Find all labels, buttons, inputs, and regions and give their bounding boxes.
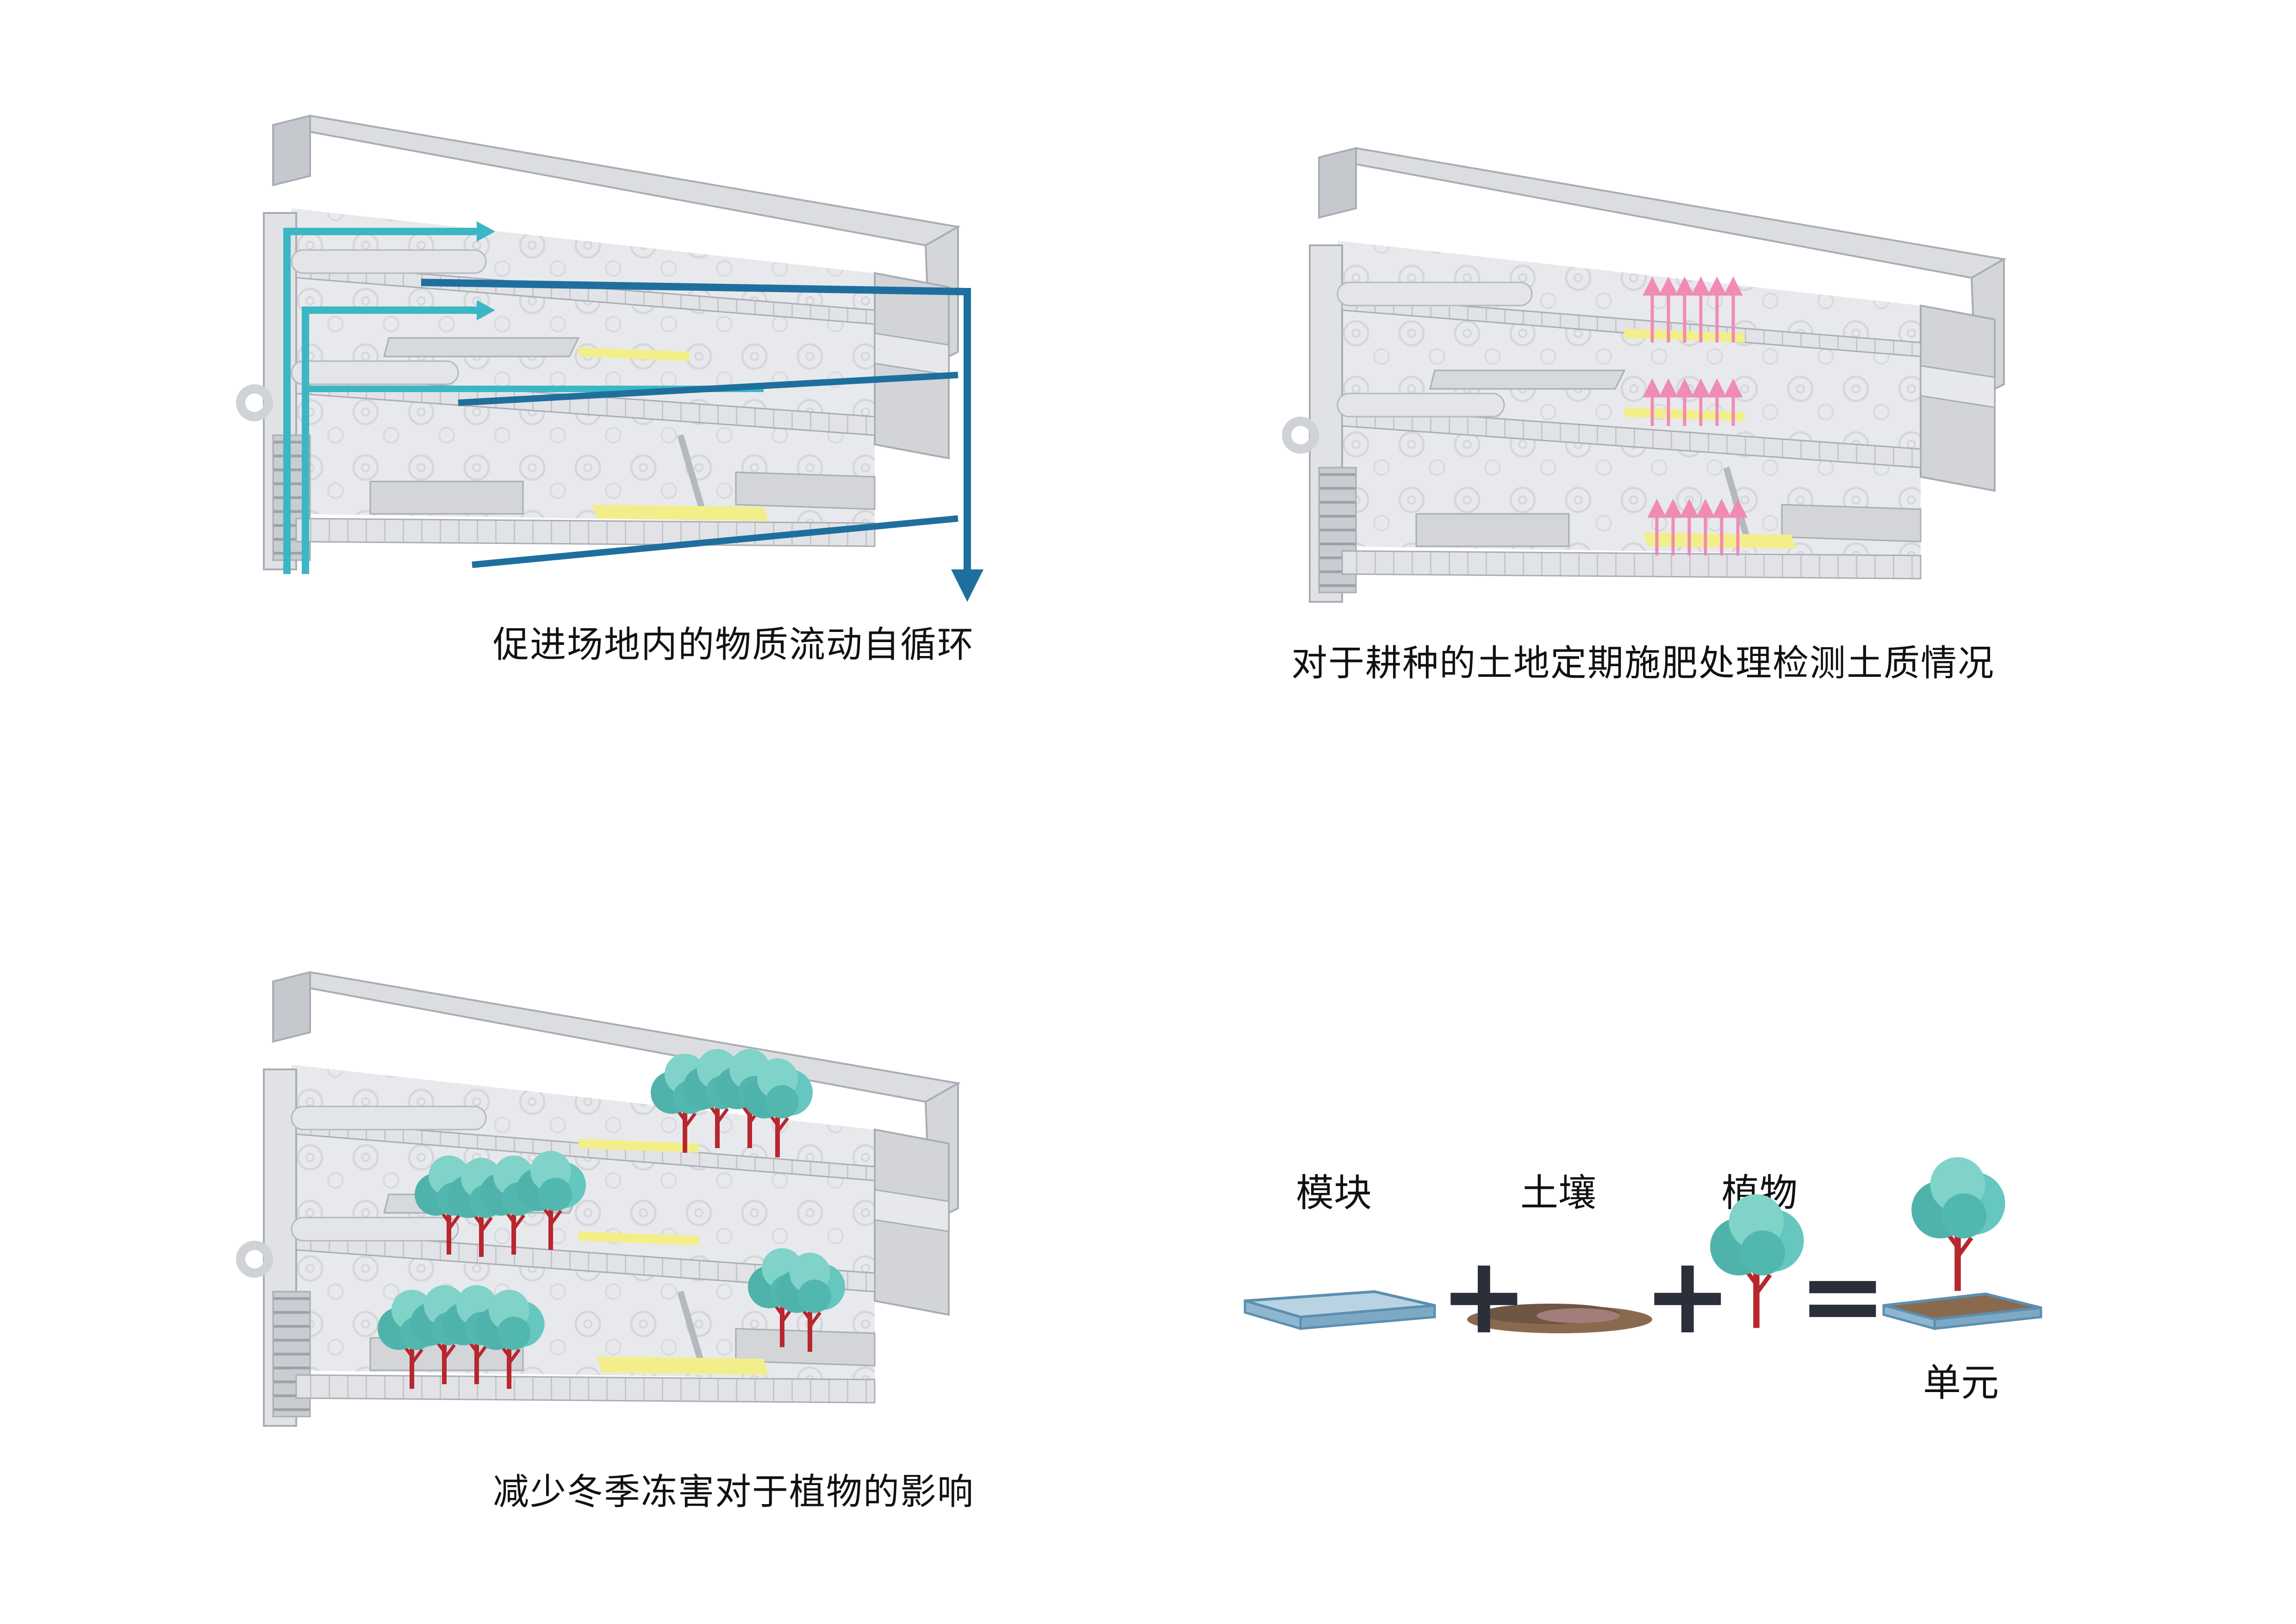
blue-flow-line (458, 372, 958, 406)
unit-result-icon (1882, 1157, 2042, 1330)
panel-caption: 减少冬季冻害对于植物的影响 (493, 1471, 975, 1513)
soil-mound-icon (1467, 1304, 1652, 1333)
module-structure-flow (236, 116, 983, 602)
teal-flow-line (302, 306, 477, 574)
soil-label: 土壤 (1520, 1171, 1597, 1215)
teal-flow-line (283, 228, 477, 574)
equals-operator: = (1798, 1234, 1887, 1358)
teal-flow-arrowhead (477, 221, 495, 242)
yellow-highlight (579, 347, 690, 361)
blue-flow-line (472, 515, 958, 568)
unit-label: 单元 (1923, 1361, 1999, 1405)
panel-fertilizing: 对于耕种的土地定期施肥处理检测土质情况 (1282, 148, 2069, 684)
blue-flow-line (421, 279, 971, 574)
module-tray-icon (1244, 1290, 1436, 1330)
yellow-highlight (1643, 532, 1796, 549)
module-label: 模块 (1296, 1171, 1372, 1215)
panel-unit-equation: 模块 土壤 植物 单元 + + = (1226, 1134, 2152, 1458)
pink-arrow-group-bottom (1647, 499, 1748, 556)
yellow-highlight (579, 1231, 699, 1245)
plus-operator: + (1643, 1234, 1732, 1358)
teal-flow-arrowhead (477, 300, 495, 320)
yellow-highlight (592, 505, 768, 521)
yellow-highlight (579, 1139, 699, 1153)
panel-caption: 对于耕种的土地定期施肥处理检测土质情况 (1291, 643, 1995, 684)
pink-arrow-group-top (1643, 276, 1743, 343)
blue-flow-arrowhead (951, 569, 983, 602)
module-structure-fertilizing (1282, 148, 2069, 611)
pink-arrow-group-middle (1643, 378, 1743, 426)
panel-frost-protection: 减少冬季冻害对于植物的影响 (236, 972, 1023, 1513)
panel-caption: 促进场地内的物质流动自循环 (493, 624, 975, 666)
plus-operator: + (1439, 1234, 1529, 1358)
module-structure-plants (236, 972, 1023, 1435)
equation-graphics (1244, 1134, 2042, 1333)
panel-material-flow: 促进场地内的物质流动自循环 (236, 116, 1023, 666)
yellow-highlight (597, 1356, 768, 1375)
